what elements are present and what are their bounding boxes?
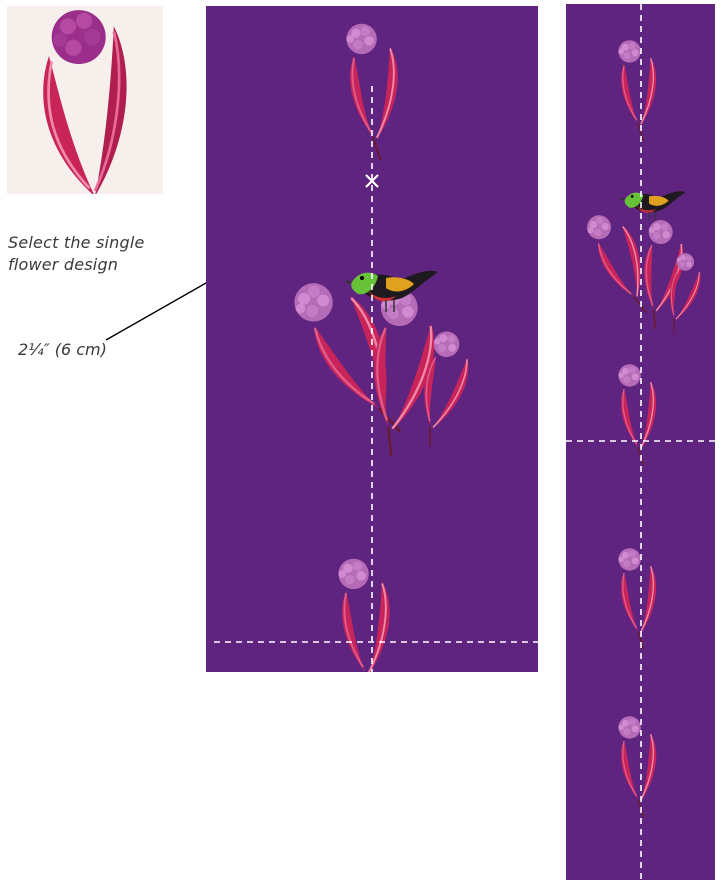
bird-on-flower-icon [288,266,479,461]
embroidery-panel-strip [566,4,715,880]
embroidery-panel-main [206,6,538,672]
